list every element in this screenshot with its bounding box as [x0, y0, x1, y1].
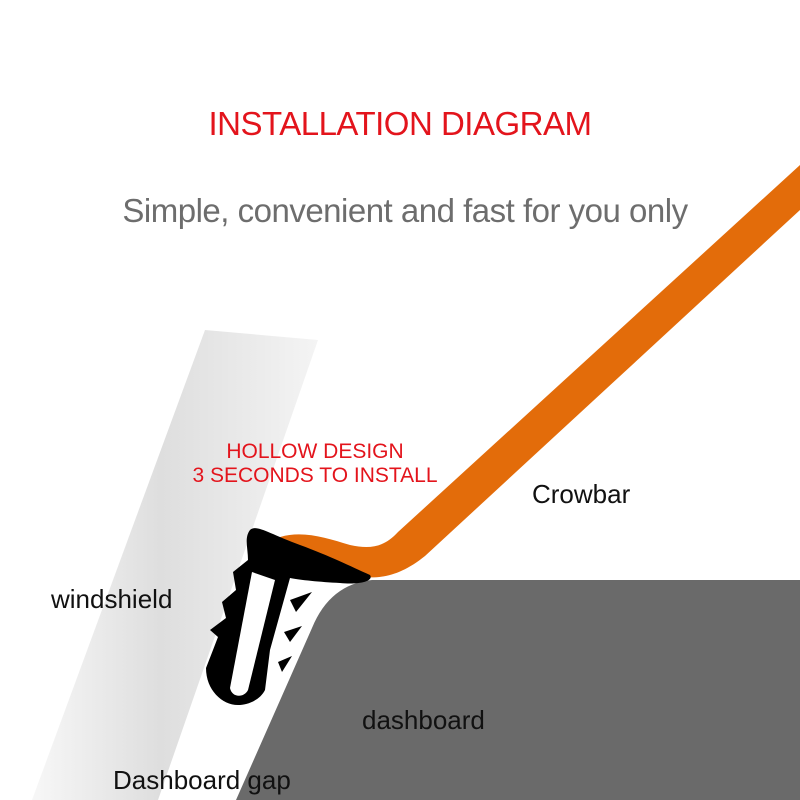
dashboard-shape	[236, 580, 800, 800]
dashboard-label: dashboard	[362, 705, 485, 735]
crowbar-label: Crowbar	[532, 479, 631, 509]
diagram-subtitle: Simple, convenient and fast for you only	[122, 192, 688, 229]
dashboard-gap-label: Dashboard gap	[113, 765, 291, 795]
windshield-shape	[32, 330, 318, 800]
diagram-title: INSTALLATION DIAGRAM	[208, 105, 592, 142]
callout-line-2: 3 SECONDS TO INSTALL	[192, 464, 438, 487]
windshield-label: windshield	[51, 584, 173, 614]
crowbar-shape	[262, 165, 800, 578]
seal-strip-shape	[206, 528, 371, 705]
callout-line-1: HOLLOW DESIGN	[226, 440, 404, 463]
hollow-design-callout: HOLLOW DESIGN 3 SECONDS TO INSTALL	[190, 440, 440, 488]
